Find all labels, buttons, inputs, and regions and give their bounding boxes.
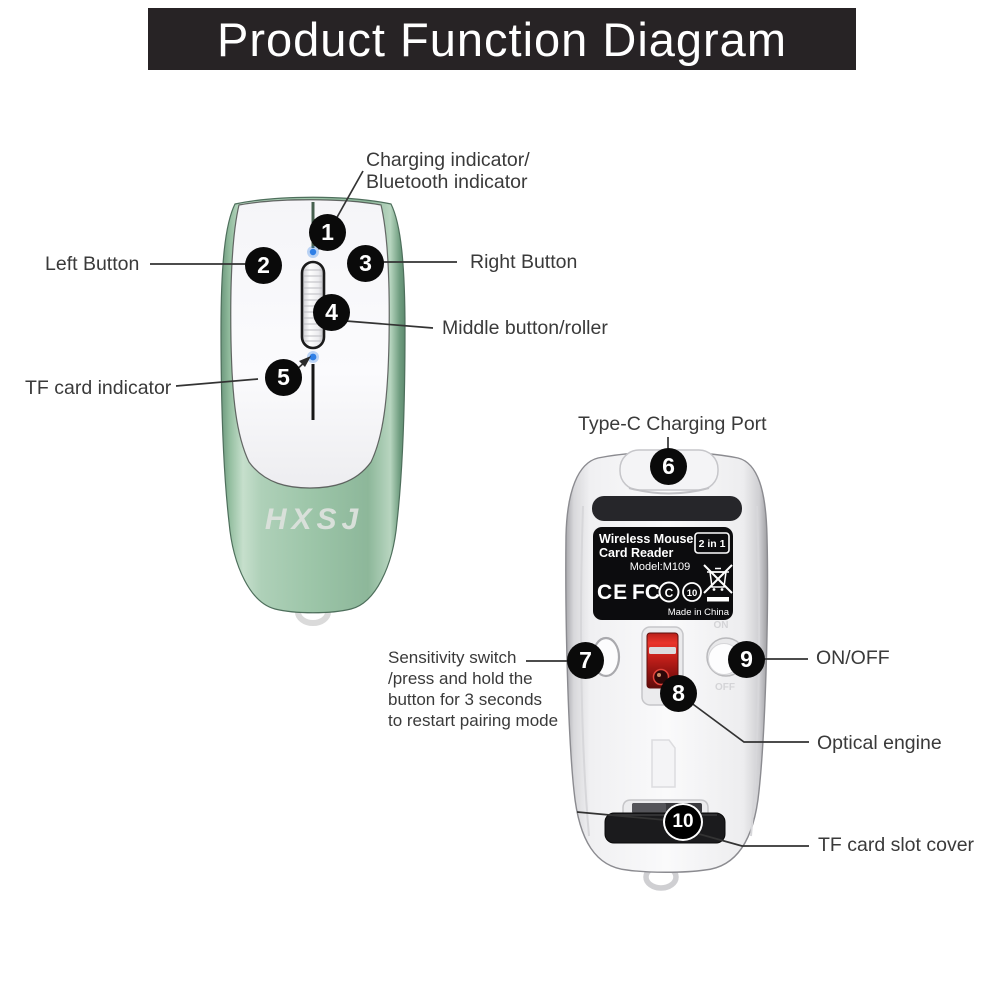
shell-inner-edge-right [750,505,760,837]
label-sensitivity: Sensitivity switch /press and hold the b… [388,648,559,730]
badge-4: 4 [313,294,350,331]
badge-3: 3 [347,245,384,282]
pollution-circle [682,582,702,602]
badge-1-num: 1 [321,219,334,245]
label-optical-engine: Optical engine [817,732,942,754]
badge-4-num: 4 [325,299,338,325]
badge-7: 7 [567,642,604,679]
badge-1: 1 [309,214,346,251]
label-on-off: ON/OFF [816,647,890,669]
fcc-c-letter: C [665,586,674,600]
title-banner: Product Function Diagram [148,8,856,70]
badge-10-num: 10 [672,811,694,832]
sticker-model: Model:M109 [630,561,691,573]
label-tf-slot-cover: TF card slot cover [818,834,975,856]
sensor-lens-glint [657,673,661,677]
info-sticker: Wireless Mouse Card Reader 2 in 1 Model:… [593,527,733,620]
mouse-bottom-view: Wireless Mouse Card Reader 2 in 1 Model:… [565,449,769,891]
label-charging-indicator: Charging indicator/ Bluetooth indicator [366,149,530,193]
badge-9-num: 9 [740,646,753,672]
weee-bin-icon [703,564,733,594]
sticker-product-line2: Card Reader [599,546,673,560]
sticker-2in1-label: 2 in 1 [699,538,726,550]
badge-2-num: 2 [257,252,270,278]
label-type-c: Type-C Charging Port [578,413,767,435]
label-left-button: Left Button [45,253,140,275]
badge-3-num: 3 [359,250,372,276]
badge-8-num: 8 [672,680,685,706]
shell-inner-edge-left [580,505,590,837]
tf-card-engraving [651,739,676,788]
tf-card-led [309,353,317,361]
brand-logo: HXSJ [265,503,363,536]
badge-7-num: 7 [579,647,592,673]
off-text: OFF [715,682,735,693]
charging-led [309,248,317,256]
sticker-made-in: Made in China [668,607,730,618]
sticker-product-line1: Wireless Mouse [599,532,693,546]
badge-6-num: 6 [662,453,675,479]
sticker-2in1-box [694,532,730,554]
badge-5-num: 5 [277,364,290,390]
pollution-10: 10 [687,588,698,599]
label-right-button: Right Button [470,251,578,273]
tf-slot-opening-left [632,803,666,813]
label-tf-indicator: TF card indicator [25,377,172,399]
label-middle-button: Middle button/roller [442,317,608,339]
glide-pad [592,496,742,521]
sensor-bar [649,647,676,654]
badge-5: 5 [265,359,302,396]
weee-bar [707,597,729,602]
badge-9: 9 [728,641,765,678]
type-c-recess-shadow [628,487,710,495]
badge-8: 8 [660,675,697,712]
badge-6: 6 [650,448,687,485]
page-title: Product Function Diagram [217,12,787,66]
badge-10: 10 [663,803,703,841]
fcc-mark: FC [632,581,660,604]
ce-mark: CE [597,581,628,604]
mouse-top-view: HXSJ [220,196,406,626]
fcc-c-circle [658,581,680,603]
scroll-wheel-ridges [304,269,322,342]
badge-2: 2 [245,247,282,284]
on-text: ON [714,620,729,631]
